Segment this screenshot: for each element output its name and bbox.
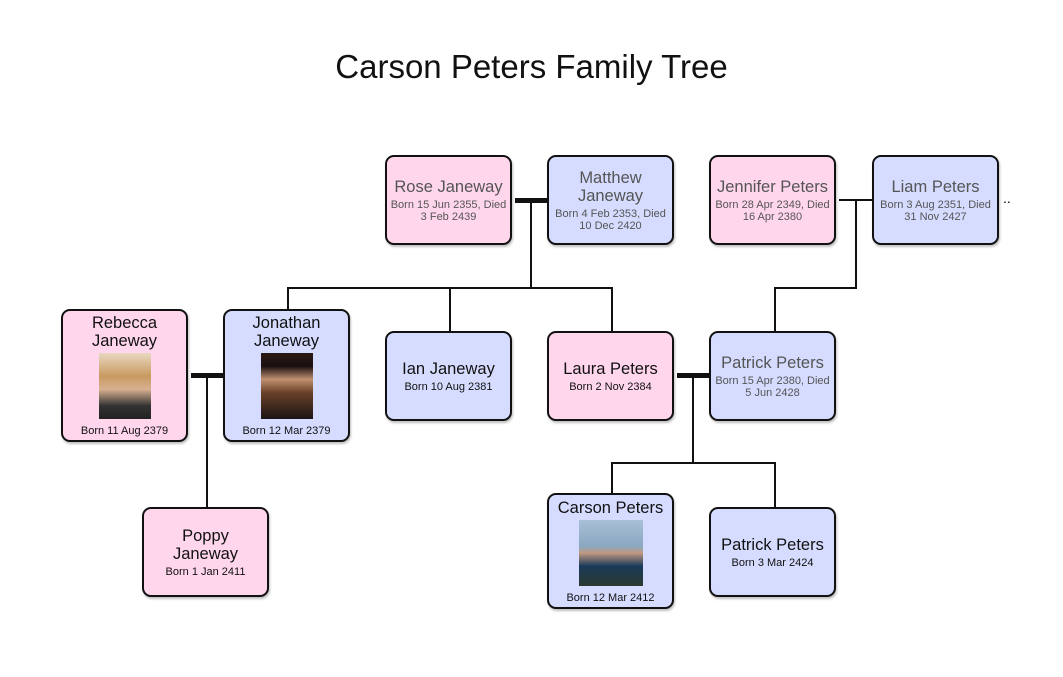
- person-dates: Born 3 Mar 2424: [731, 556, 814, 569]
- descent-line: [449, 287, 451, 332]
- person-name: Laura Peters: [563, 359, 658, 378]
- person-dates: Born 11 Aug 2379: [80, 425, 169, 437]
- person-name: Patrick Peters: [721, 353, 824, 372]
- descent-line: [530, 200, 532, 289]
- person-name: Ian Janeway: [402, 359, 495, 378]
- descent-line: [206, 375, 208, 508]
- descent-line: [611, 287, 613, 332]
- person-dates: Born 3 Aug 2351, Died 31 Nov 2427: [880, 198, 991, 223]
- person-name: Jennifer Peters: [717, 177, 828, 196]
- descent-line: [855, 199, 857, 289]
- descent-line: [692, 375, 694, 464]
- descent-line: [774, 287, 776, 332]
- person-name: Patrick Peters: [721, 535, 824, 554]
- person-name: Carson Peters: [557, 498, 664, 517]
- person-dates: Born 1 Jan 2411: [165, 565, 246, 578]
- descent-line: [287, 287, 289, 310]
- person-name: Poppy Janeway: [172, 526, 239, 563]
- person-dates: Born 12 Mar 2412: [566, 591, 655, 604]
- person-name: Liam Peters: [891, 177, 980, 196]
- person-dates: Born 10 Aug 2381: [404, 380, 493, 393]
- descent-line: [774, 462, 776, 508]
- person-name: Matthew Janeway: [577, 168, 644, 205]
- person-dates: Born 28 Apr 2349, Died 16 Apr 2380: [715, 198, 830, 223]
- person-dates: Born 4 Feb 2353, Died 10 Dec 2420: [555, 207, 666, 232]
- person-photo: [578, 519, 643, 586]
- person-name: Rose Janeway: [394, 177, 503, 196]
- descent-line: [611, 462, 613, 494]
- sibling-line: [774, 287, 857, 289]
- sibling-line: [611, 462, 776, 464]
- person-name: Jonathan Janeway: [252, 314, 321, 350]
- person-dates: Born 12 Mar 2379: [242, 425, 331, 437]
- person-photo: [260, 353, 313, 419]
- person-photo: [98, 353, 151, 419]
- person-dates: Born 2 Nov 2384: [569, 380, 652, 393]
- more-indicator[interactable]: ..: [1003, 190, 1011, 206]
- page-title: Carson Peters Family Tree: [335, 48, 728, 85]
- person-dates: Born 15 Jun 2355, Died 3 Feb 2439: [390, 198, 507, 223]
- person-dates: Born 15 Apr 2380, Died 5 Jun 2428: [715, 374, 830, 399]
- person-name: Rebecca Janeway: [91, 314, 158, 350]
